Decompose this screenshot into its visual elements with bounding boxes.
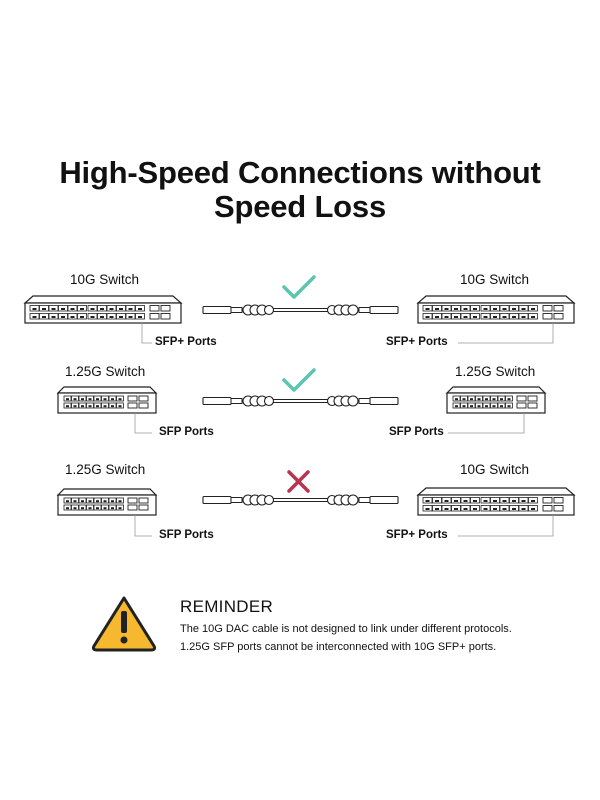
row1-dac-cable bbox=[202, 304, 399, 316]
row3-cross-icon bbox=[287, 470, 310, 493]
row3-right-10g-switch bbox=[418, 488, 574, 515]
row2-right-switch-label: 1.25G Switch bbox=[455, 364, 536, 379]
title-line-1: High-Speed Connections without bbox=[59, 155, 541, 190]
row3-left-switch-label: 1.25G Switch bbox=[65, 462, 146, 477]
row3-right-switch-label: 10G Switch bbox=[460, 462, 530, 477]
row2-left-ports-label: SFP Ports bbox=[159, 426, 214, 438]
page-title: High-Speed Connections without Speed Los… bbox=[0, 156, 600, 224]
row1-right-switch-label: 10G Switch bbox=[460, 272, 530, 287]
row2-left-switch-label: 1.25G Switch bbox=[65, 364, 146, 379]
row2-dac-cable bbox=[202, 395, 399, 407]
row2-right-125g-switch bbox=[447, 387, 545, 413]
row1-left-switch-label: 10G Switch bbox=[70, 272, 140, 287]
row3-left-ports-label: SFP Ports bbox=[159, 529, 214, 541]
row1-right-10g-switch bbox=[418, 296, 574, 323]
title-line-2: Speed Loss bbox=[214, 189, 386, 224]
row1-checkmark-icon bbox=[282, 275, 316, 299]
row1-left-10g-switch bbox=[25, 296, 181, 323]
row2-checkmark-icon bbox=[282, 368, 316, 392]
row3-right-ports-label: SFP+ Ports bbox=[386, 529, 448, 541]
row3-left-125g-switch bbox=[58, 489, 156, 515]
reminder-line-2: 1.25G SFP ports cannot be interconnected… bbox=[180, 641, 497, 653]
row3-dac-cable bbox=[202, 494, 399, 506]
warning-icon bbox=[91, 596, 157, 652]
row2-left-125g-switch bbox=[58, 387, 156, 413]
row1-right-ports-leader bbox=[458, 323, 554, 344]
reminder-line-1: The 10G DAC cable is not designed to lin… bbox=[180, 623, 512, 635]
row2-right-ports-leader bbox=[448, 413, 525, 434]
row3-left-ports-leader bbox=[134, 515, 152, 537]
row1-right-ports-label: SFP+ Ports bbox=[386, 336, 448, 348]
reminder-heading: REMINDER bbox=[180, 597, 274, 616]
row1-left-ports-leader bbox=[141, 323, 152, 344]
row2-right-ports-label: SFP Ports bbox=[389, 426, 444, 438]
row3-right-ports-leader bbox=[458, 515, 554, 537]
row2-left-ports-leader bbox=[134, 413, 152, 434]
row1-left-ports-label: SFP+ Ports bbox=[155, 336, 217, 348]
